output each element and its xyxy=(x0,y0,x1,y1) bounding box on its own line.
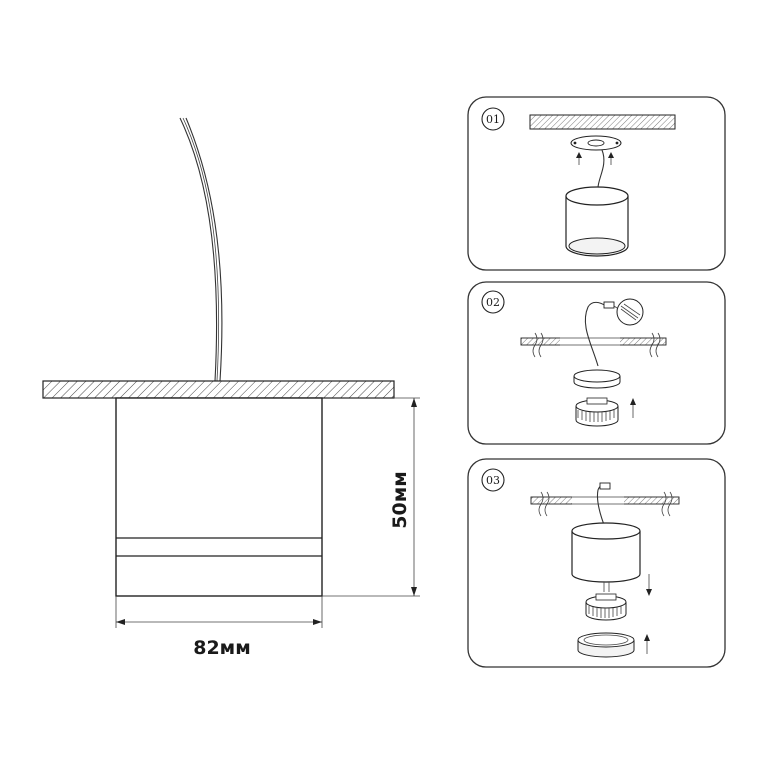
width-label: 82мм xyxy=(193,637,251,659)
step-03-panel: 03 xyxy=(467,458,726,668)
suspension-wire-a xyxy=(179,117,218,382)
suspension-wire-c xyxy=(182,117,220,382)
step-02-up-arrow xyxy=(630,398,636,418)
step-02-led-module xyxy=(575,397,619,427)
step-01-ceiling xyxy=(529,114,676,130)
step-01-screw-arrows xyxy=(576,152,614,165)
height-label: 50мм xyxy=(389,471,411,529)
step-03-lamp-body xyxy=(571,522,641,592)
ceiling-slab xyxy=(42,380,395,399)
step-01-lamp xyxy=(565,186,629,257)
step-02-badge: 02 xyxy=(481,290,505,314)
height-dimension: 50мм xyxy=(322,397,420,597)
step-03-bottom-ring xyxy=(577,632,635,658)
step-03-up-arrow xyxy=(644,634,650,654)
suspension-wire-b xyxy=(185,117,223,382)
step-02-ring-plate xyxy=(573,369,621,389)
step-02-panel: 02 xyxy=(467,281,726,445)
main-drawing: 50мм 82мм xyxy=(42,117,420,659)
step-03-badge: 03 xyxy=(481,468,505,492)
step-02-label: 02 xyxy=(486,296,500,309)
step-01-label: 01 xyxy=(486,113,500,126)
lamp-body xyxy=(115,397,323,597)
step-03-label: 03 xyxy=(486,474,500,487)
width-dimension: 82мм xyxy=(115,596,323,659)
step-03-led-module xyxy=(585,593,627,621)
step-01-mounting-plate xyxy=(570,135,622,151)
step-03-wiring xyxy=(596,482,611,531)
step-01-badge: 01 xyxy=(481,107,505,131)
step-03-down-arrow xyxy=(646,574,652,596)
step-02-wiring xyxy=(584,298,644,367)
step-01-panel: 01 xyxy=(467,96,726,271)
